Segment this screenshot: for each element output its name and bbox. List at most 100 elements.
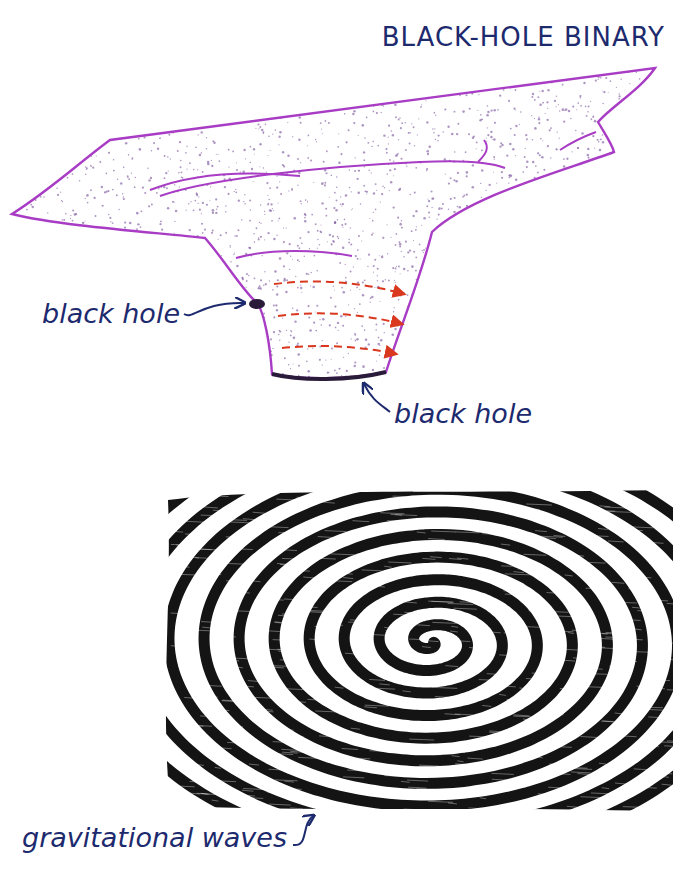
stipple-dot [565,108,568,111]
stipple-dot [572,324,573,325]
stipple-dot [139,269,140,270]
stipple-dot [165,122,167,124]
stipple-dot [493,109,495,111]
stipple-dot [62,219,63,220]
stipple-dot [154,127,156,129]
stipple-dot [342,227,343,228]
stipple-dot [395,244,397,246]
stipple-dot [267,66,269,68]
stipple-dot [60,192,61,193]
stipple-dot [331,359,332,360]
stipple-dot [175,93,178,96]
stipple-dot [563,248,565,250]
stipple-dot [350,227,351,228]
stipple-dot [58,238,60,240]
stipple-dot [562,108,565,111]
stipple-dot [115,337,116,338]
stipple-dot [561,363,563,365]
stipple-dot [40,359,42,361]
stipple-dot [602,141,604,143]
stipple-dot [587,276,589,278]
stipple-dot [515,68,516,69]
stipple-dot [88,342,90,344]
stipple-dot [193,169,195,171]
stipple-dot [519,232,521,234]
stipple-dot [295,276,296,277]
stipple-dot [253,148,255,150]
stipple-dot [386,173,388,175]
stipple-dot [262,255,263,256]
stipple-dot [294,320,296,322]
stipple-dot [499,278,500,279]
stipple-dot [540,138,542,140]
stipple-dot [47,374,48,375]
stipple-dot [292,259,293,260]
stipple-dot [359,289,360,290]
stipple-dot [62,201,63,202]
stipple-dot [604,220,606,222]
stipple-dot [438,207,441,210]
stipple-dot [578,303,580,305]
stipple-dot [158,61,161,64]
stipple-dot [410,348,412,350]
stipple-dot [546,255,548,257]
stipple-dot [319,319,320,320]
stipple-dot [307,305,309,307]
stipple-dot [373,192,375,194]
stipple-dot [558,104,559,105]
stipple-dot [487,127,488,128]
stipple-dot [235,189,236,190]
stipple-dot [183,119,185,121]
stipple-dot [80,105,83,108]
stipple-dot [338,133,339,134]
stipple-dot [614,333,616,335]
stipple-dot [583,296,584,297]
stipple-dot [238,293,240,295]
stipple-dot [548,263,549,264]
stipple-dot [451,236,453,238]
stipple-dot [109,217,111,219]
stipple-dot [222,278,224,280]
stipple-dot [556,174,557,175]
stipple-dot [425,248,426,249]
stipple-dot [357,192,360,195]
stipple-dot [25,94,27,96]
stipple-dot [215,212,217,214]
stipple-dot [580,105,582,107]
stipple-dot [202,265,204,267]
stipple-dot [582,259,584,261]
stipple-dot [300,285,301,286]
stipple-dot [79,71,81,73]
stipple-dot [348,304,349,305]
stipple-dot [304,213,306,215]
stipple-dot [32,352,34,354]
stipple-dot [447,259,449,261]
stipple-dot [297,382,298,383]
stipple-dot [263,133,264,134]
stipple-dot [655,128,657,130]
stipple-dot [191,239,193,241]
stipple-dot [542,102,544,104]
stipple-dot [30,204,32,206]
stipple-dot [210,96,211,97]
stipple-dot [260,279,262,281]
stipple-dot [413,240,414,241]
stipple-dot [593,116,594,117]
stipple-dot [38,260,40,262]
stipple-dot [556,242,557,243]
stipple-dot [532,139,534,141]
stipple-dot [632,281,634,283]
stipple-dot [521,216,522,217]
stipple-dot [569,220,570,221]
stipple-dot [338,368,340,370]
stipple-dot [65,267,67,269]
stipple-dot [396,348,398,350]
stipple-dot [269,209,271,211]
stipple-dot [277,85,278,86]
stipple-dot [191,81,193,83]
stipple-dot [644,159,646,161]
stipple-dot [267,195,268,196]
stipple-dot [576,109,577,110]
stipple-dot [26,156,28,158]
stipple-dot [236,265,239,268]
